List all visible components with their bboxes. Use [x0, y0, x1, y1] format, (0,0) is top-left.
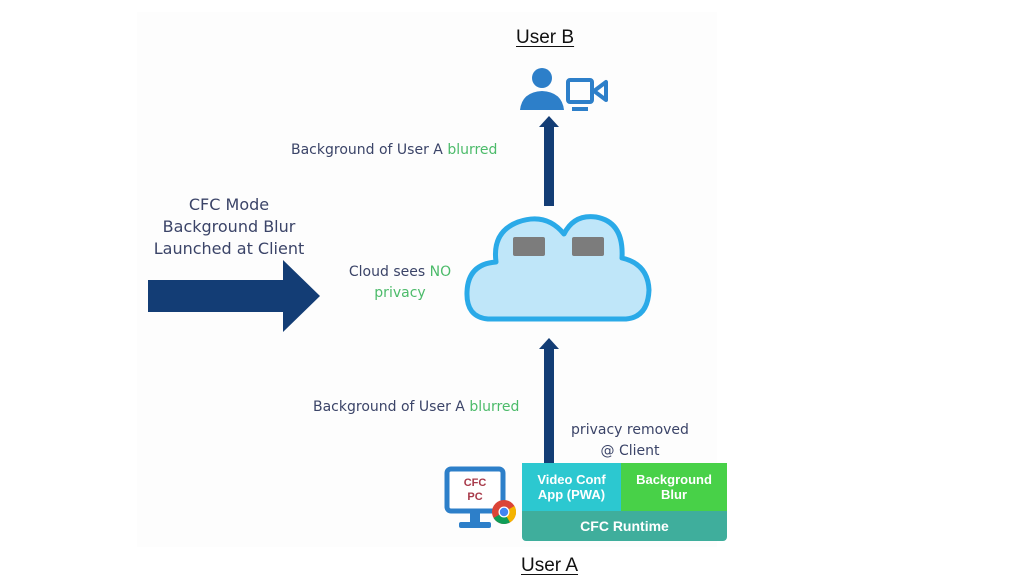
video-conf-app-block: Video Conf App (PWA): [522, 463, 621, 511]
video-conf-line-2: App (PWA): [537, 487, 606, 502]
background-blur-block: Background Blur: [621, 463, 727, 511]
person-head: [532, 68, 552, 88]
bottom-note-text: Background of User A: [313, 399, 470, 415]
cloud-note: Cloud sees NO privacy: [337, 262, 463, 304]
cloud-eye-left: [513, 237, 545, 256]
blur-line-2: Blur: [661, 487, 687, 502]
cloud-note-highlight: NO: [429, 264, 452, 280]
camera-lens: [592, 80, 608, 102]
caption-line-2: Background Blur: [162, 217, 296, 236]
caption-line-3: Launched at Client: [153, 239, 305, 258]
runtime-label: CFC Runtime: [580, 517, 669, 534]
cloud-note-line-2: privacy: [374, 285, 426, 301]
blur-line-1: Background: [636, 472, 712, 487]
client-note-line-2: @ Client: [600, 443, 660, 459]
client-note-line-1: privacy removed: [571, 422, 689, 438]
browser-logo-icon: [492, 500, 517, 525]
arrow-up-to-cloud: [539, 338, 559, 464]
left-caption: CFC Mode Background Blur Launched at Cli…: [140, 194, 318, 260]
cfc-pc-icon: CFC PC: [443, 466, 521, 536]
client-note: privacy removed @ Client: [560, 420, 700, 462]
arrow-up-to-user-b: [539, 116, 559, 206]
caption-line-1: CFC Mode: [188, 195, 270, 214]
bottom-blurred-note: Background of User A blurred: [313, 399, 519, 415]
top-note-highlight: blurred: [447, 142, 498, 158]
top-blurred-note: Background of User A blurred: [291, 142, 497, 158]
pc-label-line-1: CFC: [463, 477, 487, 489]
cloud-note-text: Cloud sees: [348, 264, 430, 280]
cloud-icon: [464, 214, 652, 322]
user-a-label: User A: [521, 555, 579, 576]
camera-body: [566, 78, 594, 104]
cfc-pc-label: CFC PC: [451, 476, 499, 504]
top-note-text: Background of User A: [291, 142, 448, 158]
user-b-label: User B: [516, 27, 575, 48]
pc-label-line-2: PC: [467, 491, 483, 503]
cloud-eye-right: [572, 237, 604, 256]
person-body: [520, 91, 564, 110]
cfc-runtime-block: CFC Runtime: [522, 511, 727, 541]
user-video-icon: [520, 68, 608, 111]
big-right-arrow: [148, 260, 320, 332]
camera-base: [572, 107, 588, 111]
video-conf-line-1: Video Conf: [537, 472, 606, 487]
bottom-note-highlight: blurred: [469, 399, 520, 415]
monitor-icon: [444, 466, 506, 528]
